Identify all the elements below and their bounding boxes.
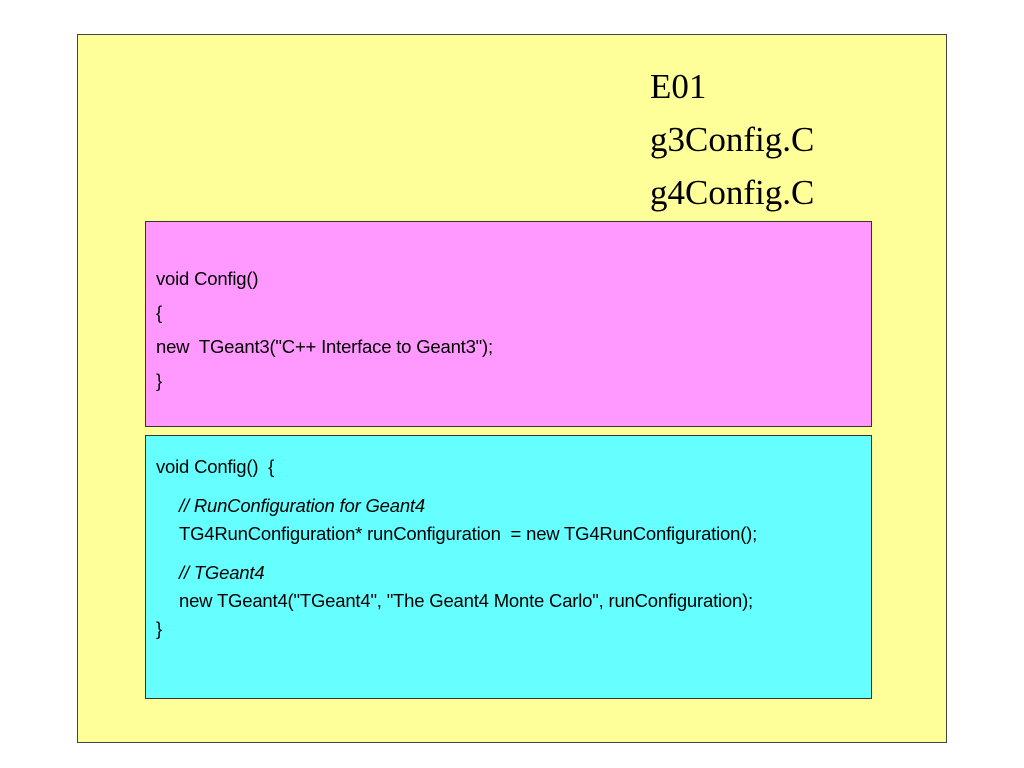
- title-example-name: E01: [650, 67, 707, 106]
- code-line-header: void Config() {: [156, 456, 275, 477]
- code-comment-run-configuration: // RunConfiguration for Geant4: [179, 495, 425, 516]
- g3-config-code-box: void Config() { new TGeant3("C++ Interfa…: [145, 221, 872, 427]
- code-line-close: }: [156, 618, 162, 639]
- title-block: E01 g3Config.C g4Config.C: [650, 60, 814, 219]
- code-comment-tgeant4: // TGeant4: [179, 562, 265, 583]
- g4-config-code-box: void Config() { // RunConfiguration for …: [145, 435, 872, 699]
- code-line: }: [156, 370, 162, 391]
- code-line-new-tgeant4: new TGeant4("TGeant4", "The Geant4 Monte…: [179, 590, 753, 611]
- code-line: void Config(): [156, 268, 259, 289]
- code-line: {: [156, 302, 162, 323]
- title-g4-config-file: g4Config.C: [650, 173, 815, 212]
- code-line-run-configuration: TG4RunConfiguration* runConfiguration = …: [179, 523, 758, 544]
- title-g3-config-file: g3Config.C: [650, 120, 815, 159]
- code-line: new TGeant3("C++ Interface to Geant3");: [156, 336, 493, 357]
